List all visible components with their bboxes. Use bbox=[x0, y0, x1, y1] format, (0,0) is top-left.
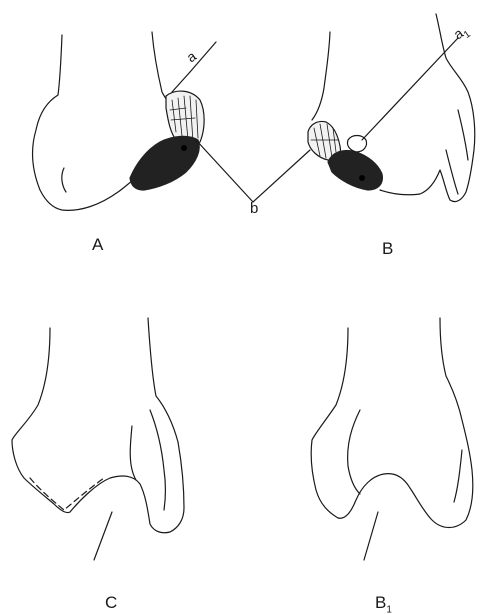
figure-label-b1-main: B bbox=[375, 593, 386, 612]
figure-a-outline bbox=[33, 35, 136, 210]
figure-b-dot bbox=[359, 175, 365, 181]
figure-a-detail bbox=[62, 168, 66, 192]
figure-label-b1: B1 bbox=[375, 594, 392, 614]
figure-label-c: C bbox=[105, 594, 117, 611]
pointer-line-a-lower bbox=[172, 72, 190, 92]
figure-a-dark-region bbox=[130, 136, 199, 190]
figure-a-drawing bbox=[33, 32, 205, 210]
figure-c-inner-line bbox=[130, 426, 136, 480]
figure-c-drawing bbox=[12, 318, 184, 560]
figure-b-detail-right bbox=[446, 110, 468, 194]
pointer-line-a1 bbox=[362, 38, 458, 140]
pointer-label-b: b bbox=[250, 201, 258, 216]
figure-b1-pointer-line bbox=[364, 512, 378, 560]
figure-b1-inner-line bbox=[348, 410, 360, 494]
figure-a-dot bbox=[181, 145, 187, 151]
figure-c-pointer-line bbox=[94, 512, 112, 560]
figure-label-b: B bbox=[382, 240, 393, 257]
figure-label-b1-sub: 1 bbox=[386, 604, 392, 614]
figure-b-drawing bbox=[308, 14, 475, 202]
pointer-line-b bbox=[196, 140, 310, 202]
figure-b1-inner-line-2 bbox=[454, 450, 462, 502]
figure-b1-outline bbox=[311, 318, 473, 528]
figure-b-dark-region bbox=[328, 150, 382, 190]
figure-b-outline bbox=[312, 32, 330, 120]
figure-c-outline-left bbox=[12, 318, 184, 533]
figure-c-inner-line-2 bbox=[150, 410, 166, 510]
figure-label-a: A bbox=[92, 236, 103, 253]
figure-b1-drawing bbox=[311, 318, 473, 560]
